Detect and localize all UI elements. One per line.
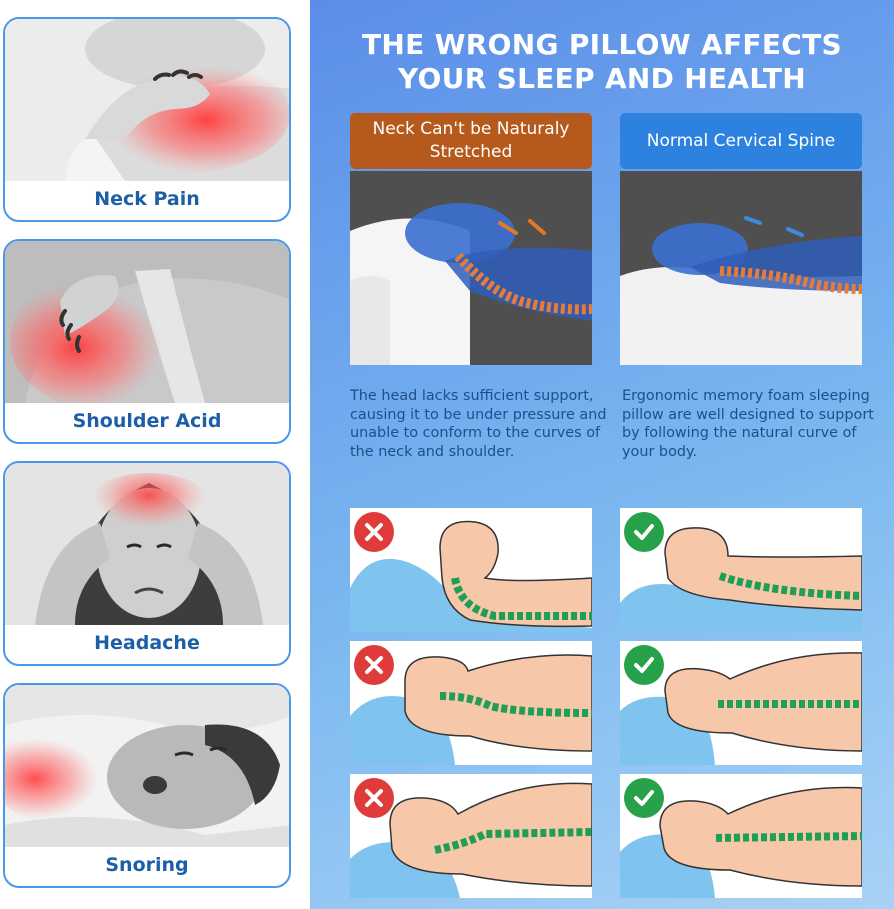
right-pillow-description: Ergonomic memory foam sleeping pillow ar…	[622, 388, 874, 460]
neck-pain-photo	[5, 19, 289, 181]
right-posture-panel-2	[620, 641, 862, 765]
symptom-card-snoring: Snoring	[3, 683, 291, 888]
wrong-posture-panel-1	[350, 508, 592, 632]
symptom-card-shoulder-acid: Shoulder Acid	[3, 239, 291, 444]
wrong-posture-panel-3	[350, 774, 592, 898]
wrong-pillow-description: The head lacks sufficient support, causi…	[350, 388, 607, 460]
snoring-photo	[5, 685, 289, 847]
x-circle-icon	[354, 512, 394, 552]
headline-line-1: THE WRONG PILLOW AFFECTS	[362, 28, 842, 61]
wrong-pillow-title: Neck Can't be Naturaly Stretched	[350, 113, 592, 169]
right-posture-panel-3	[620, 774, 862, 898]
right-pillow-spine-scan	[620, 171, 862, 365]
symptom-label: Headache	[94, 632, 200, 654]
symptoms-column: Neck Pain Shoulder Acid	[0, 0, 300, 909]
symptom-card-neck-pain: Neck Pain	[3, 17, 291, 222]
headache-photo	[5, 463, 289, 625]
wrong-pillow-spine-scan	[350, 171, 592, 365]
check-circle-icon	[624, 778, 664, 818]
comparison-panel: THE WRONG PILLOW AFFECTS YOUR SLEEP AND …	[310, 0, 894, 909]
x-circle-icon	[354, 778, 394, 818]
symptom-label: Neck Pain	[94, 188, 200, 210]
symptom-card-headache: Headache	[3, 461, 291, 666]
headline: THE WRONG PILLOW AFFECTS YOUR SLEEP AND …	[310, 28, 894, 96]
check-circle-icon	[624, 512, 664, 552]
x-circle-icon	[354, 645, 394, 685]
symptom-label: Snoring	[105, 854, 189, 876]
headline-line-2: YOUR SLEEP AND HEALTH	[397, 62, 807, 95]
right-posture-panel-1	[620, 508, 862, 632]
check-circle-icon	[624, 645, 664, 685]
right-pillow-title: Normal Cervical Spine	[620, 113, 862, 169]
symptom-label: Shoulder Acid	[72, 410, 222, 432]
shoulder-acid-photo	[5, 241, 289, 403]
wrong-posture-panel-2	[350, 641, 592, 765]
